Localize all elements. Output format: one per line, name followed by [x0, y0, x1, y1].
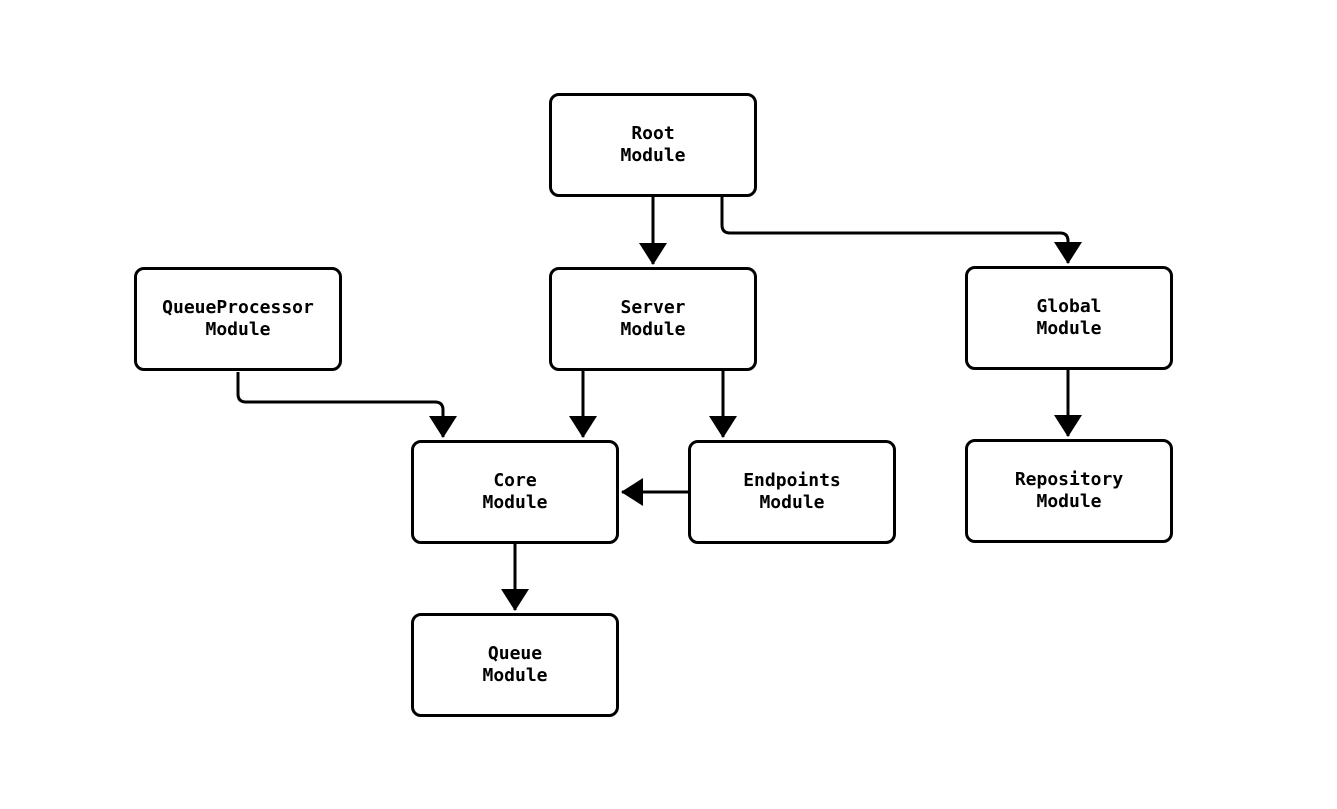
- node-queueprocessor-module: QueueProcessor Module: [134, 267, 342, 371]
- node-endpoints-module-label: Endpoints Module: [743, 470, 841, 513]
- node-server-module: Server Module: [549, 267, 757, 371]
- node-server-module-label: Server Module: [620, 297, 686, 340]
- node-endpoints-module: Endpoints Module: [688, 440, 896, 544]
- node-global-module-label: Global Module: [1036, 296, 1102, 339]
- edge-root-to-global: [720, 197, 1082, 264]
- node-repository-module-label: Repository Module: [1014, 469, 1124, 512]
- node-repository-module: Repository Module: [965, 439, 1173, 543]
- node-core-module: Core Module: [411, 440, 619, 544]
- node-queue-module: Queue Module: [411, 613, 619, 717]
- node-root-module-label: Root Module: [620, 123, 686, 166]
- node-root-module: Root Module: [549, 93, 757, 197]
- edge-queueprocessor-to-core: [236, 372, 457, 438]
- node-core-module-label: Core Module: [482, 470, 548, 513]
- node-global-module: Global Module: [965, 266, 1173, 370]
- node-queueprocessor-module-label: QueueProcessor Module: [162, 297, 314, 340]
- node-queue-module-label: Queue Module: [482, 643, 548, 686]
